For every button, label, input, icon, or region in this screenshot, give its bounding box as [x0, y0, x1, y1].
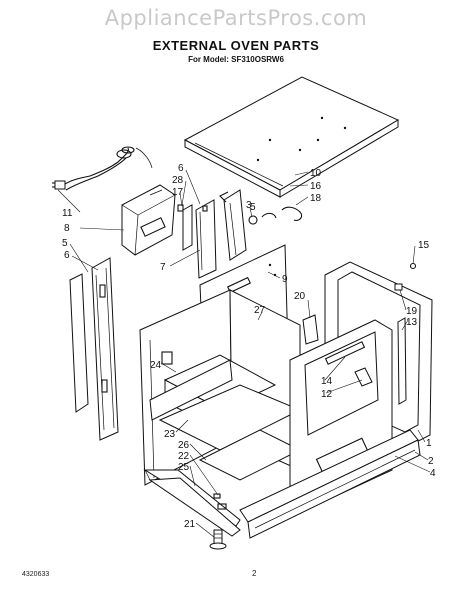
- callout-15: 15: [418, 240, 430, 251]
- top-panel-drawing: [183, 76, 400, 198]
- callout-5-left: 5: [62, 238, 68, 249]
- power-cord-drawing: [52, 146, 153, 191]
- document-number: 4320633: [22, 571, 50, 578]
- callout-13: 13: [406, 317, 418, 328]
- callout-1: 1: [426, 438, 432, 449]
- callout-20: 20: [294, 291, 306, 302]
- callout-2: 2: [428, 456, 434, 467]
- callout-14: 14: [321, 376, 333, 387]
- callout-labels: 10 16 18 6 28 17 3 11 8 7 5 5 6 9 15 20 …: [62, 163, 436, 530]
- callout-3: 3: [246, 200, 252, 211]
- terminal-cover-drawing: [121, 184, 176, 256]
- left-brackets-drawing: [177, 189, 247, 279]
- callout-18: 18: [310, 193, 322, 204]
- callout-11: 11: [62, 208, 73, 219]
- callout-5-upper: 5: [250, 202, 256, 213]
- callout-23: 23: [164, 429, 176, 440]
- callout-26: 26: [178, 440, 190, 451]
- leader-lines: [57, 169, 431, 538]
- callout-16: 16: [310, 181, 322, 192]
- callout-19: 19: [406, 306, 418, 317]
- callout-28: 28: [172, 175, 184, 186]
- model-line: For Model: SF310OSRW6: [188, 55, 284, 64]
- callout-24: 24: [150, 360, 162, 371]
- callout-21: 21: [184, 519, 196, 530]
- callout-6-left: 6: [64, 250, 70, 261]
- callout-4: 4: [430, 468, 436, 479]
- callout-10: 10: [310, 168, 322, 179]
- callout-27: 27: [254, 305, 266, 316]
- leveling-leg-drawing: [209, 529, 227, 550]
- diagram-title: EXTERNAL OVEN PARTS: [152, 38, 320, 53]
- callout-6: 6: [178, 163, 184, 174]
- callout-8: 8: [64, 223, 70, 234]
- wire-clips-drawing: [248, 206, 303, 225]
- base-kickplate-drawing: [143, 429, 421, 539]
- callout-7: 7: [160, 262, 166, 273]
- callout-22: 22: [178, 451, 190, 462]
- left-side-trim-drawing: [69, 257, 119, 441]
- page-number: 2: [252, 569, 257, 578]
- main-cabinet-drawing: [139, 289, 302, 486]
- callout-9: 9: [282, 274, 288, 285]
- callout-12: 12: [321, 389, 333, 400]
- callout-25: 25: [178, 462, 190, 473]
- watermark-text: AppliancePartsPros.com: [104, 6, 368, 30]
- callout-17: 17: [172, 187, 184, 198]
